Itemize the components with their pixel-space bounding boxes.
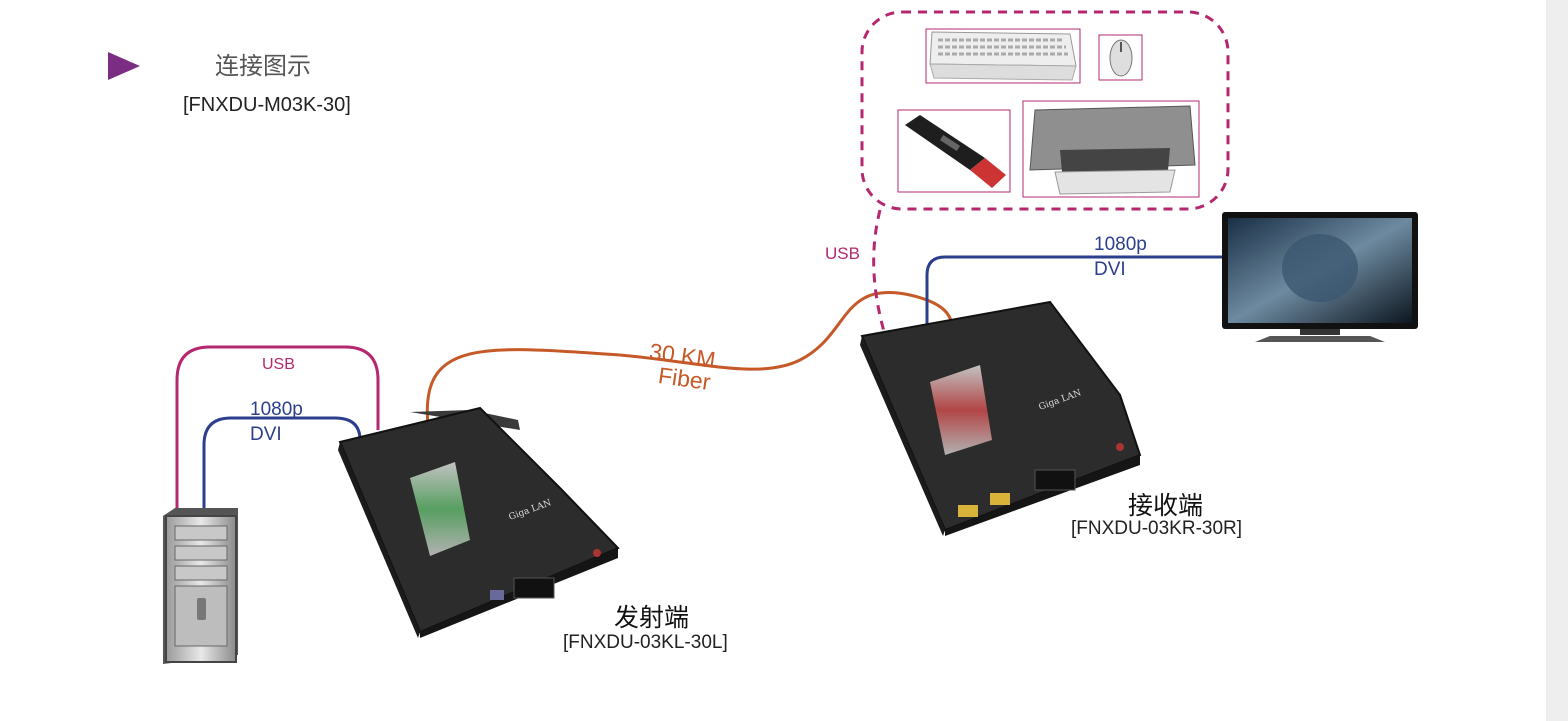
printer-icon: [1022, 100, 1200, 198]
transmitter-name: 发射端: [614, 603, 690, 632]
usb-cable-right: [872, 209, 887, 336]
monitor-icon: [1222, 212, 1418, 342]
mouse-icon: [1098, 34, 1143, 81]
usb-label-left: USB: [262, 356, 295, 373]
dvi-cable-right: [925, 255, 1225, 335]
keyboard-icon: [925, 28, 1081, 84]
receiver-name: 接收端: [1128, 491, 1204, 520]
dvi-label-left: DVI: [250, 424, 282, 445]
dvi-label-right: DVI: [1094, 259, 1126, 280]
transmitter-model: [FNXDU-03KL-30L]: [563, 632, 728, 653]
receiver-model: [FNXDU-03KR-30R]: [1071, 518, 1243, 539]
pc-tower-icon: [163, 508, 238, 664]
page-title: 连接图示: [215, 52, 311, 80]
dvi-cable-left: [202, 416, 362, 516]
receiver-device: Giga LAN: [860, 300, 1142, 536]
usb-drive-icon: [897, 109, 1011, 193]
transmitter-device: Giga LAN: [338, 406, 620, 638]
page-edge: [1546, 0, 1568, 721]
peripheral-group-outline: [860, 10, 1230, 211]
resolution-label-right: 1080p: [1094, 234, 1147, 255]
kit-model: [FNXDU-M03K-30]: [183, 94, 351, 116]
usb-cable-left: [175, 345, 380, 516]
fiber-cable: [425, 291, 954, 426]
usb-label-right: USB: [825, 244, 860, 263]
play-arrow-icon: [108, 52, 140, 80]
resolution-label-left: 1080p: [250, 399, 303, 420]
